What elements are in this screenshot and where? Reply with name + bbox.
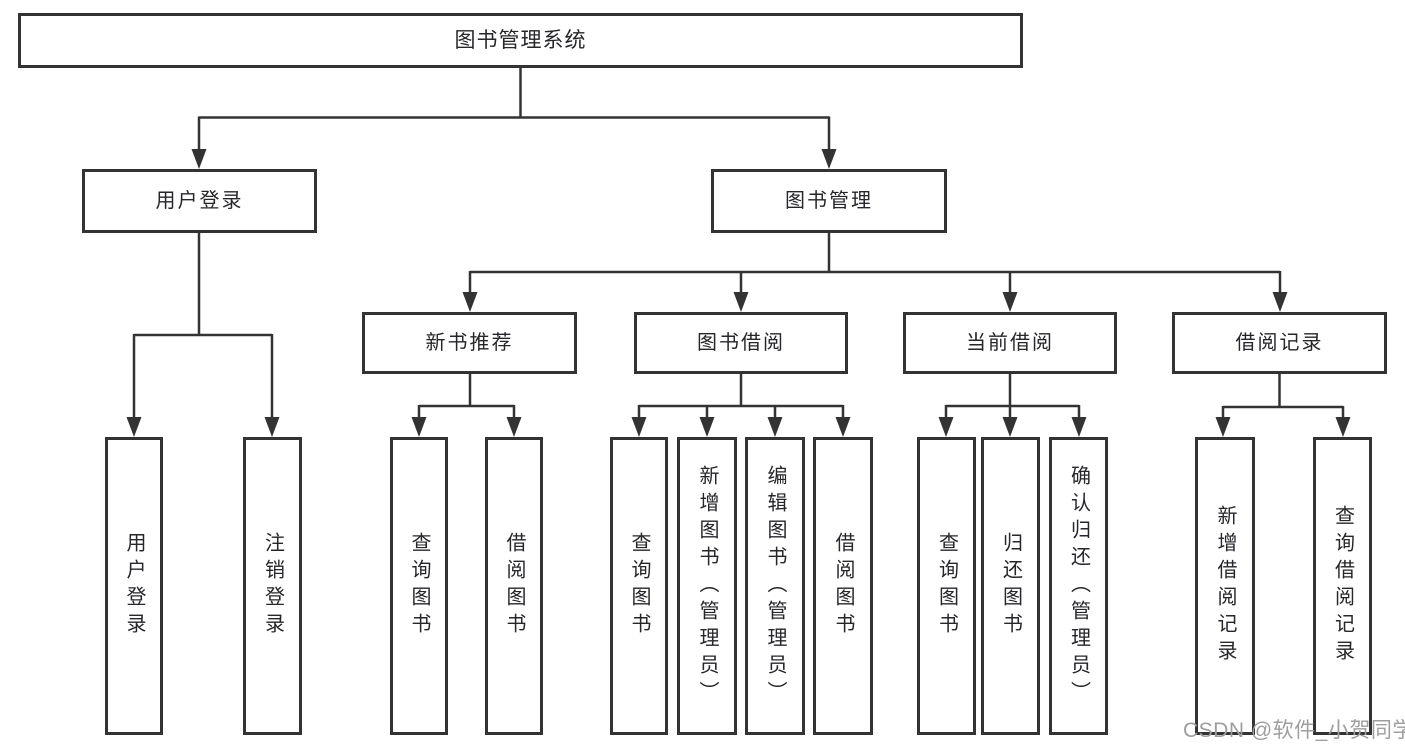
node-user-login: 用户登录: [82, 169, 317, 233]
node-label: 图书借阅: [697, 332, 785, 354]
node-label: 借阅图书: [832, 532, 854, 640]
connector-current-borrow-to-leaves: [944, 374, 1081, 420]
node-new-book-recommend: 新书推荐: [362, 312, 577, 374]
arrow-down-icon: [506, 417, 522, 437]
csdn-watermark: CSDN @软件_小贺同学: [1183, 719, 1405, 742]
arrow-down-icon: [631, 417, 647, 437]
leaf-query-books-recommend: 查询图书: [390, 437, 448, 735]
node-label: 查询图书: [628, 532, 650, 640]
node-current-borrowing: 当前借阅: [903, 312, 1117, 374]
node-label: 借阅记录: [1235, 332, 1324, 354]
leaf-logout: 注销登录: [243, 437, 302, 735]
leaf-borrow-books-recommend: 借阅图书: [485, 437, 543, 735]
leaf-query-books-borrow: 查询图书: [610, 437, 668, 735]
arrow-down-icon: [191, 149, 207, 169]
connector-root-to-level2: [197, 68, 831, 152]
arrow-down-icon: [1215, 417, 1231, 437]
arrow-down-icon: [835, 417, 851, 437]
node-borrowing-records: 借阅记录: [1172, 312, 1387, 374]
arrow-down-icon: [699, 417, 715, 437]
node-label: 图书管理系统: [454, 29, 587, 52]
node-label: 查询图书: [935, 532, 958, 640]
node-label: 查询图书: [408, 532, 430, 640]
connector-book-mgmt-to-level3: [468, 232, 1282, 295]
node-label: 注销登录: [261, 532, 284, 640]
arrow-down-icon: [1002, 292, 1018, 312]
connector-book-borrow-to-leaves: [637, 374, 845, 420]
arrow-down-icon: [462, 292, 478, 312]
connector-user-login-to-leaves: [132, 233, 274, 420]
arrow-down-icon: [411, 417, 427, 437]
node-book-borrowing: 图书借阅: [634, 312, 848, 374]
node-label: 归还图书: [999, 532, 1022, 640]
arrow-down-icon: [264, 417, 280, 437]
node-library-management-system: 图书管理系统: [18, 13, 1023, 68]
node-label: 图书管理: [785, 190, 873, 212]
leaf-confirm-return-admin: 确认归还（管理员）: [1049, 437, 1108, 735]
leaf-add-borrow-record: 新增借阅记录: [1195, 437, 1255, 735]
arrow-down-icon: [767, 417, 783, 437]
arrow-down-icon: [938, 417, 954, 437]
node-label: 确认归还（管理员）: [1067, 464, 1090, 708]
node-label: 用户登录: [123, 532, 145, 640]
arrow-down-icon: [1335, 417, 1351, 437]
node-book-management: 图书管理: [711, 169, 947, 233]
leaf-return-books: 归还图书: [981, 437, 1040, 735]
arrow-down-icon: [1272, 292, 1288, 312]
connector-new-book-to-leaves: [417, 374, 516, 420]
leaf-user-login: 用户登录: [105, 437, 163, 735]
node-label: 借阅图书: [503, 532, 525, 640]
node-label: 当前借阅: [966, 332, 1054, 354]
leaf-query-books-current: 查询图书: [917, 437, 976, 735]
node-label: 新书推荐: [425, 332, 514, 354]
node-label: 新增借阅记录: [1214, 505, 1236, 667]
connector-lines: [132, 68, 1345, 420]
leaf-edit-book-admin: 编辑图书（管理员）: [745, 437, 805, 735]
leaf-borrow-books: 借阅图书: [813, 437, 873, 735]
arrowheads: [126, 149, 1351, 437]
arrow-down-icon: [733, 292, 749, 312]
leaf-add-book-admin: 新增图书（管理员）: [677, 437, 737, 735]
node-label: 新增图书（管理员）: [696, 464, 718, 708]
node-label: 用户登录: [155, 190, 244, 212]
arrow-down-icon: [1071, 417, 1087, 437]
leaf-query-borrow-record: 查询借阅记录: [1313, 437, 1372, 735]
arrow-down-icon: [821, 149, 837, 169]
arrow-down-icon: [126, 417, 142, 437]
connector-borrow-record-to-leaves: [1221, 374, 1345, 420]
node-label: 编辑图书（管理员）: [764, 464, 786, 708]
arrow-down-icon: [1002, 417, 1018, 437]
node-label: 查询借阅记录: [1331, 505, 1354, 667]
